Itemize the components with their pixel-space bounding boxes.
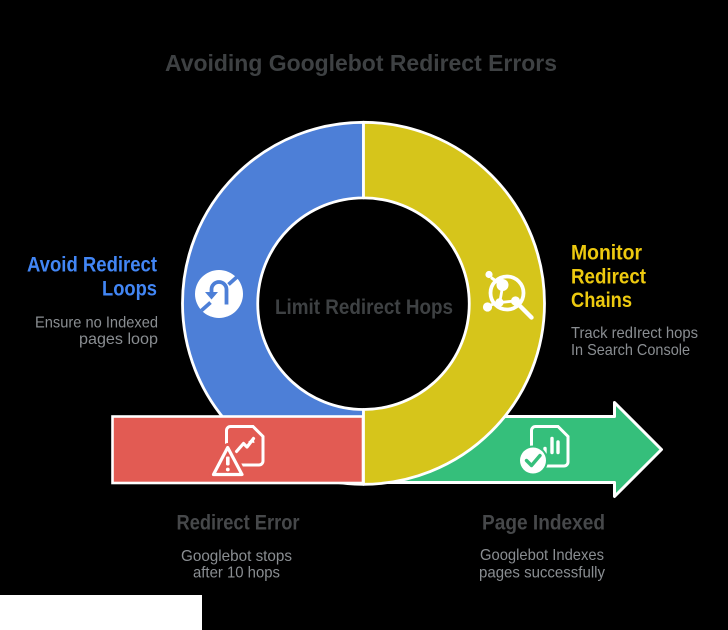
svg-text:pages loop: pages loop bbox=[79, 331, 158, 348]
svg-text:Chains: Chains bbox=[571, 289, 632, 312]
svg-text:Redirect Error: Redirect Error bbox=[177, 512, 300, 535]
svg-text:In Search Console: In Search Console bbox=[571, 342, 690, 359]
svg-text:Loops: Loops bbox=[102, 278, 157, 301]
svg-text:Avoiding Googlebot Redirect Er: Avoiding Googlebot Redirect Errors bbox=[165, 50, 557, 76]
svg-text:Googlebot Indexes: Googlebot Indexes bbox=[480, 547, 604, 564]
svg-text:Page Indexed: Page Indexed bbox=[482, 512, 605, 535]
svg-text:Avoid Redirect: Avoid Redirect bbox=[27, 254, 157, 277]
svg-text:after 10 hops: after 10 hops bbox=[193, 565, 280, 582]
svg-text:Googlebot stops: Googlebot stops bbox=[181, 548, 292, 565]
svg-text:pages successfully: pages successfully bbox=[479, 565, 605, 582]
svg-text:Limit Redirect Hops: Limit Redirect Hops bbox=[275, 296, 453, 319]
svg-text:Redirect: Redirect bbox=[571, 266, 646, 289]
svg-text:Monitor: Monitor bbox=[571, 242, 642, 265]
svg-text:Track redIrect hops: Track redIrect hops bbox=[571, 325, 698, 342]
svg-text:Ensure no Indexed: Ensure no Indexed bbox=[35, 315, 158, 332]
